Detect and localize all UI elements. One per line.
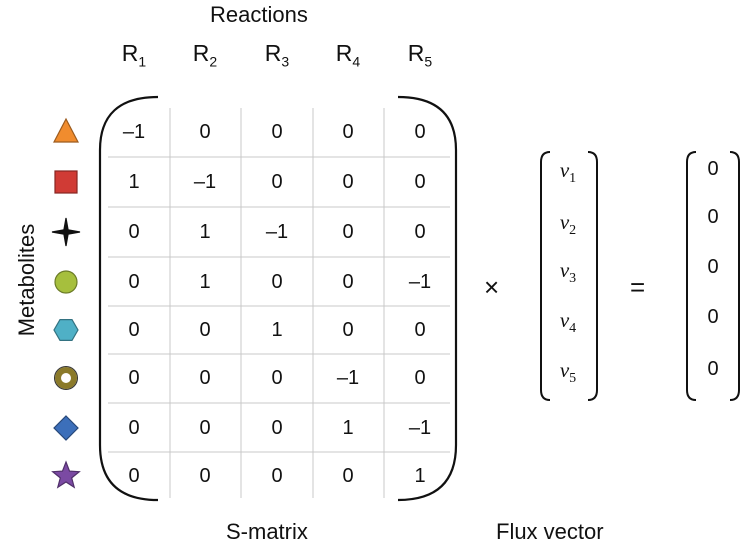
flux-left-bracket — [540, 151, 551, 401]
flux-right-bracket — [587, 151, 598, 401]
matrix-cell: 0 — [271, 271, 283, 293]
hexagon-icon — [53, 319, 79, 341]
matrix-cell: 0 — [271, 171, 283, 193]
matrix-cell: –1 — [193, 171, 217, 193]
matrix-cell: 1 — [128, 171, 140, 193]
times-operator: × — [484, 272, 500, 302]
flux-entry: v1 — [559, 158, 577, 187]
matrix-cell: 0 — [128, 221, 140, 243]
matrix-cell: –1 — [408, 417, 432, 439]
matrix-cell: 1 — [414, 465, 426, 487]
matrix-cell: 0 — [342, 465, 354, 487]
flux-entry: v4 — [559, 308, 577, 337]
matrix-cell: –1 — [265, 221, 289, 243]
equals-operator: = — [630, 272, 646, 302]
matrix-cell: 0 — [414, 367, 426, 389]
matrix-cell: 0 — [199, 121, 211, 143]
matrix-cell: 0 — [271, 465, 283, 487]
matrix-cell: 0 — [342, 221, 354, 243]
matrix-cell: 0 — [128, 465, 140, 487]
metabolite-icons — [51, 117, 81, 489]
zero-left-bracket — [686, 151, 697, 401]
matrix-cell: 1 — [199, 271, 211, 293]
matrix-cell: 0 — [414, 121, 426, 143]
reaction-label-2: R2 — [192, 40, 218, 70]
matrix-cell: 0 — [342, 319, 354, 341]
star-icon — [51, 460, 81, 489]
matrix-cell: 0 — [342, 271, 354, 293]
flux-entry: v5 — [559, 358, 577, 387]
circle-icon — [54, 270, 78, 294]
zero-entry: 0 — [707, 358, 719, 380]
triangle-icon — [53, 117, 79, 143]
matrix-cell: 0 — [342, 171, 354, 193]
zero-entry: 0 — [707, 206, 719, 228]
matrix-cell: 0 — [414, 171, 426, 193]
reaction-label-3: R3 — [264, 40, 290, 70]
matrix-grid — [108, 108, 450, 498]
matrix-cell: 1 — [199, 221, 211, 243]
reactions-title: Reactions — [210, 2, 308, 27]
ring-icon — [55, 367, 77, 389]
matrix-cell: 0 — [128, 367, 140, 389]
matrix-cell: 0 — [199, 417, 211, 439]
zero-right-bracket — [729, 151, 740, 401]
s-matrix-caption: S-matrix — [226, 519, 308, 544]
matrix-cell: 1 — [342, 417, 354, 439]
zero-entry: 0 — [707, 306, 719, 328]
matrix-cell: 0 — [414, 319, 426, 341]
four-point-star-icon — [51, 217, 81, 247]
matrix-cell: 0 — [128, 417, 140, 439]
matrix-cell: 0 — [199, 465, 211, 487]
matrix-left-bracket — [98, 95, 159, 502]
matrix-cell: –1 — [122, 121, 146, 143]
matrix-cell: 0 — [128, 271, 140, 293]
matrix-cell: 0 — [199, 367, 211, 389]
matrix-cell: 0 — [271, 121, 283, 143]
ring-icon-outline — [54, 366, 78, 390]
zero-entry: 0 — [707, 256, 719, 278]
matrix-cell: –1 — [336, 367, 360, 389]
matrix-cell: 0 — [199, 319, 211, 341]
flux-vector-caption: Flux vector — [496, 519, 604, 544]
flux-entry: v2 — [559, 210, 577, 239]
matrix-cell: 0 — [128, 319, 140, 341]
matrix-cell: 1 — [271, 319, 283, 341]
matrix-cell: 0 — [414, 221, 426, 243]
reaction-label-1: R1 — [121, 40, 147, 70]
reaction-label-5: R5 — [407, 40, 433, 70]
flux-entry: v3 — [559, 258, 577, 287]
matrix-cell: –1 — [408, 271, 432, 293]
diamond-icon — [53, 415, 79, 441]
square-icon — [54, 170, 78, 194]
zero-entry: 0 — [707, 158, 719, 180]
matrix-cell: 0 — [271, 417, 283, 439]
matrix-cell: 0 — [342, 121, 354, 143]
reaction-label-4: R4 — [335, 40, 361, 70]
matrix-right-bracket — [397, 95, 458, 502]
matrix-cell: 0 — [271, 367, 283, 389]
